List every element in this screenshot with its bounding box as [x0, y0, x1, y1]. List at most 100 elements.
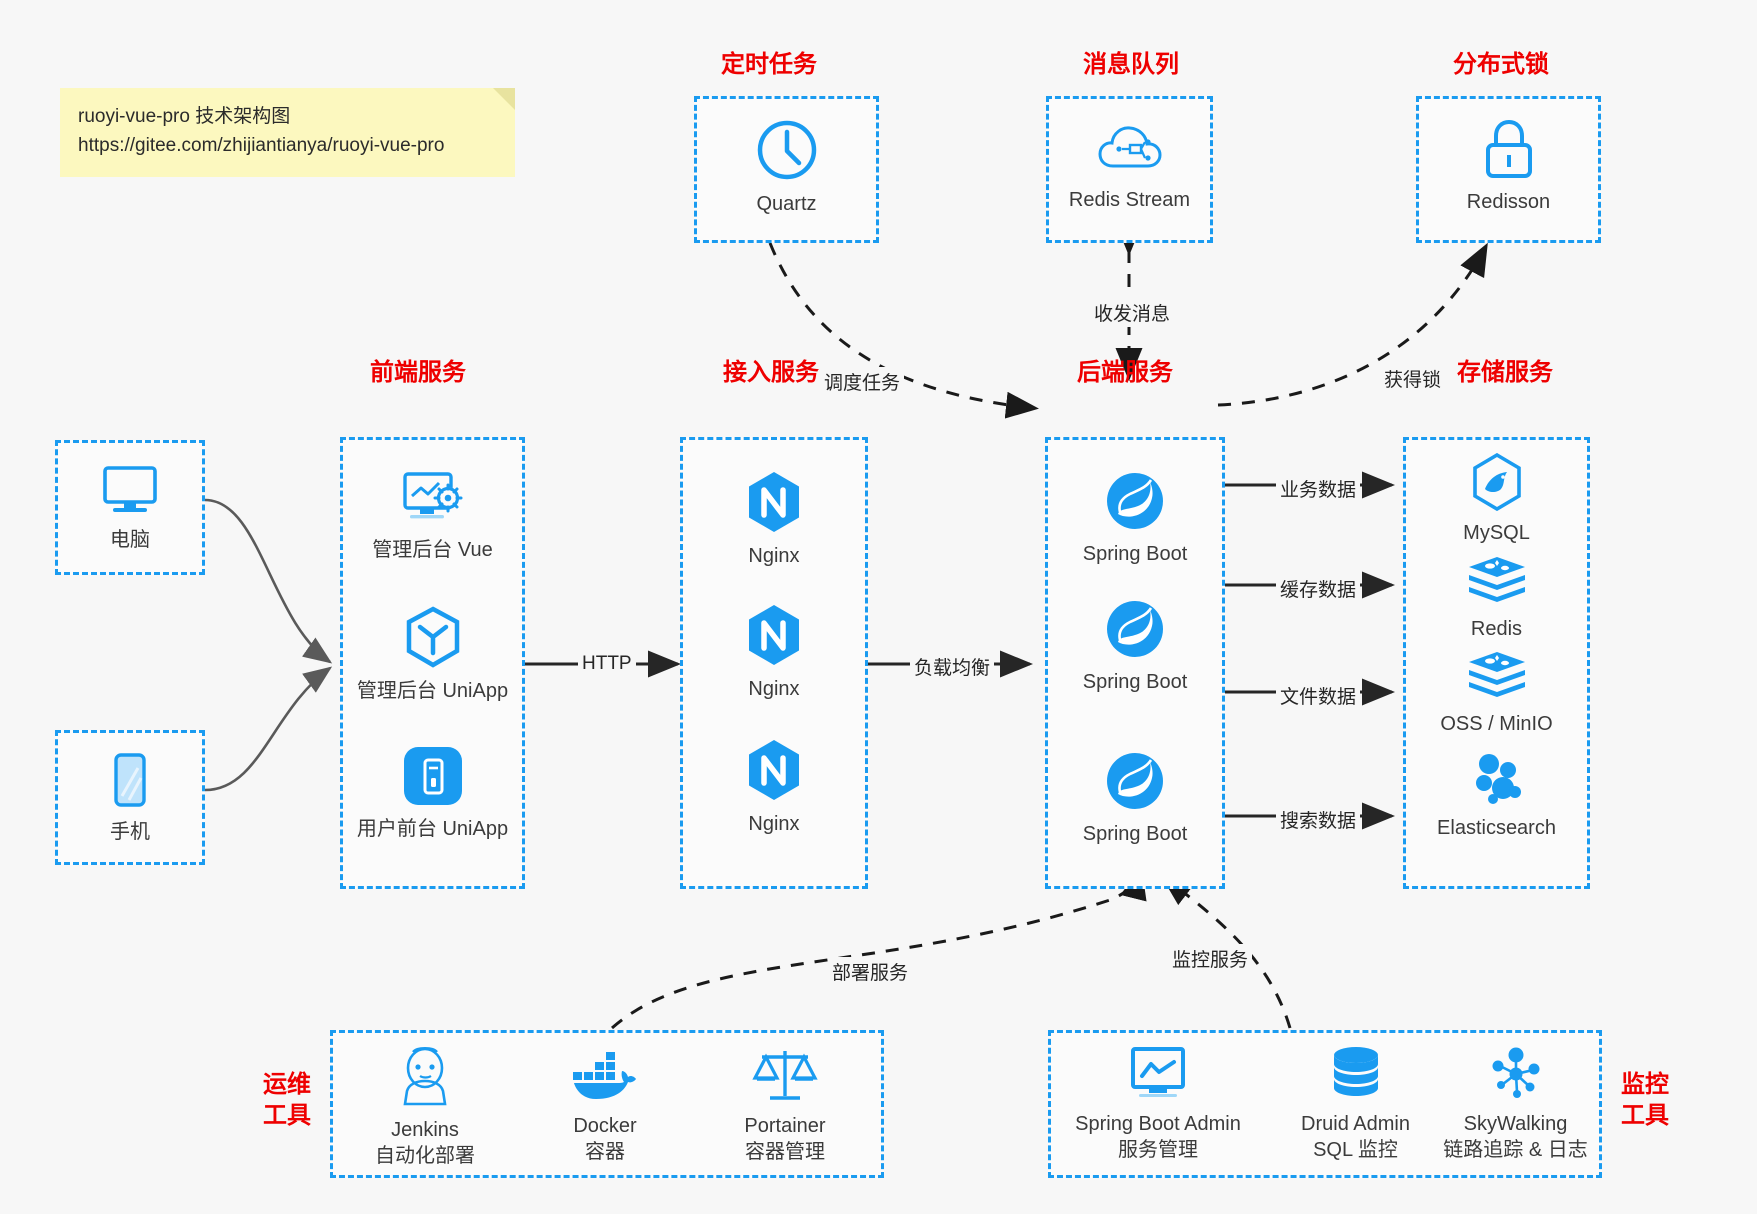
group-title-storage: 存储服务	[1457, 359, 1553, 386]
node-sublabel-skywalking: 链路追踪 & 日志	[1443, 1139, 1588, 1161]
group-title-monitoring-line2: 工具	[1621, 1101, 1669, 1129]
node-label-elasticsearch: Elasticsearch	[1437, 817, 1556, 839]
node-jenkins[interactable]: Jenkins 自动化部署	[340, 1046, 510, 1169]
edge-label-business-data: 业务数据	[1276, 474, 1361, 503]
group-title-devops-line1: 运维	[263, 1071, 311, 1098]
group-title-scheduled-task: 定时任务	[721, 51, 817, 78]
node-sublabel-docker: 容器	[585, 1141, 625, 1163]
node-label-oss-minio: OSS / MinIO	[1440, 713, 1553, 735]
group-title-devops: 运维 工具	[252, 1070, 322, 1131]
node-label-docker: Docker	[573, 1115, 637, 1137]
redis-icon	[1468, 557, 1525, 602]
edge-client-to-frontend	[204, 498, 333, 792]
database-icon	[1333, 1047, 1378, 1096]
node-mobile[interactable]: 手机	[55, 752, 205, 845]
node-portainer[interactable]: Portainer 容器管理	[700, 1046, 870, 1165]
node-nginx-1[interactable]: Nginx	[680, 470, 868, 569]
node-sublabel-spring-boot-admin: 服务管理	[1118, 1139, 1198, 1161]
node-desktop[interactable]: 电脑	[55, 462, 205, 553]
node-label-spring-boot-2: Spring Boot	[1082, 671, 1188, 693]
node-redis[interactable]: Redis	[1403, 555, 1590, 642]
node-admin-uniapp[interactable]: 管理后台 UniApp	[340, 605, 525, 704]
edge-label-acquire-lock: 获得锁	[1380, 364, 1446, 393]
node-nginx-2[interactable]: Nginx	[680, 603, 868, 702]
dashboard-gear-icon	[402, 472, 462, 519]
group-title-monitoring: 监控 工具	[1610, 1070, 1680, 1131]
nginx-icon	[749, 740, 799, 800]
skywalking-icon	[1492, 1047, 1539, 1098]
node-elasticsearch[interactable]: Elasticsearch	[1403, 750, 1590, 841]
lock-icon	[1485, 119, 1532, 178]
spring-boot-icon	[1107, 473, 1163, 529]
edge-label-http: HTTP	[578, 652, 636, 676]
clock-icon	[757, 120, 816, 180]
edge-label-deploy-service: 部署服务	[828, 957, 913, 986]
mobile-phone-icon	[114, 753, 146, 807]
jenkins-icon	[403, 1047, 447, 1106]
note-url: https://gitee.com/zhijiantianya/ruoyi-vu…	[78, 135, 445, 157]
elasticsearch-icon	[1475, 754, 1521, 804]
spring-boot-icon	[1107, 753, 1163, 809]
node-label-user-uniapp: 用户前台 UniApp	[356, 818, 509, 840]
docker-icon	[573, 1052, 636, 1099]
cube-hexagon-icon	[406, 606, 459, 668]
node-label-redis-stream: Redis Stream	[1068, 189, 1191, 211]
group-title-devops-line2: 工具	[263, 1101, 311, 1129]
node-label-admin-vue: 管理后台 Vue	[372, 539, 493, 561]
node-redis-stream[interactable]: Redis Stream	[1046, 120, 1213, 213]
group-title-message-queue: 消息队列	[1083, 51, 1179, 78]
node-sublabel-portainer: 容器管理	[745, 1141, 825, 1163]
node-label-druid-admin: Druid Admin	[1301, 1113, 1410, 1135]
node-label-admin-uniapp: 管理后台 UniApp	[356, 680, 509, 702]
note-title: ruoyi-vue-pro 技术架构图	[78, 106, 291, 127]
node-label-nginx-3: Nginx	[748, 813, 800, 835]
node-label-mysql: MySQL	[1463, 522, 1530, 544]
node-label-portainer: Portainer	[744, 1115, 826, 1137]
node-label-desktop: 电脑	[110, 529, 150, 551]
node-skywalking[interactable]: SkyWalking 链路追踪 & 日志	[1428, 1046, 1603, 1163]
note-fold-corner	[493, 88, 515, 110]
node-label-spring-boot-admin: Spring Boot Admin	[1075, 1113, 1241, 1135]
node-label-redis: Redis	[1470, 618, 1523, 640]
node-label-nginx-2: Nginx	[748, 678, 800, 700]
node-user-uniapp[interactable]: 用户前台 UniApp	[340, 745, 525, 842]
node-mysql[interactable]: MySQL	[1403, 453, 1590, 546]
group-title-frontend: 前端服务	[370, 359, 466, 386]
group-title-distributed-lock: 分布式锁	[1453, 51, 1549, 78]
node-admin-vue[interactable]: 管理后台 Vue	[340, 470, 525, 563]
mysql-icon	[1472, 453, 1521, 511]
edge-devops-to-backend	[611, 866, 1147, 1030]
node-sublabel-druid-admin: SQL 监控	[1313, 1139, 1398, 1161]
monitor-chart-icon	[1131, 1047, 1185, 1097]
edge-label-search-data: 搜索数据	[1276, 805, 1361, 834]
node-label-nginx-1: Nginx	[748, 545, 800, 567]
node-druid-admin[interactable]: Druid Admin SQL 监控	[1268, 1046, 1443, 1163]
group-box-scheduled-task	[694, 96, 879, 243]
node-label-redisson: Redisson	[1466, 191, 1551, 213]
node-docker[interactable]: Docker 容器	[520, 1052, 690, 1165]
nginx-icon	[749, 605, 799, 665]
cloud-stream-icon	[1097, 126, 1162, 168]
node-quartz[interactable]: Quartz	[694, 118, 879, 217]
node-spring-boot-1[interactable]: Spring Boot	[1045, 470, 1225, 567]
edge-label-cache-data: 缓存数据	[1276, 574, 1361, 603]
group-title-monitoring-line1: 监控	[1621, 1071, 1669, 1098]
edge-label-send-receive-message: 收发消息	[1090, 298, 1175, 327]
node-label-spring-boot-1: Spring Boot	[1082, 543, 1188, 565]
node-label-spring-boot-3: Spring Boot	[1082, 823, 1188, 845]
node-sublabel-jenkins: 自动化部署	[375, 1145, 475, 1167]
node-oss-minio[interactable]: OSS / MinIO	[1403, 650, 1590, 737]
node-nginx-3[interactable]: Nginx	[680, 738, 868, 837]
node-redisson[interactable]: Redisson	[1416, 118, 1601, 215]
spring-boot-icon	[1107, 601, 1163, 657]
node-spring-boot-2[interactable]: Spring Boot	[1045, 598, 1225, 695]
node-spring-boot-3[interactable]: Spring Boot	[1045, 750, 1225, 847]
edge-label-file-data: 文件数据	[1276, 681, 1361, 710]
node-spring-boot-admin[interactable]: Spring Boot Admin 服务管理	[1053, 1046, 1263, 1163]
edge-label-schedule-task: 调度任务	[820, 367, 905, 396]
portainer-scales-icon	[752, 1051, 818, 1100]
app-tile-icon	[403, 747, 462, 805]
group-title-backend: 后端服务	[1077, 359, 1173, 386]
node-label-skywalking: SkyWalking	[1463, 1113, 1568, 1135]
